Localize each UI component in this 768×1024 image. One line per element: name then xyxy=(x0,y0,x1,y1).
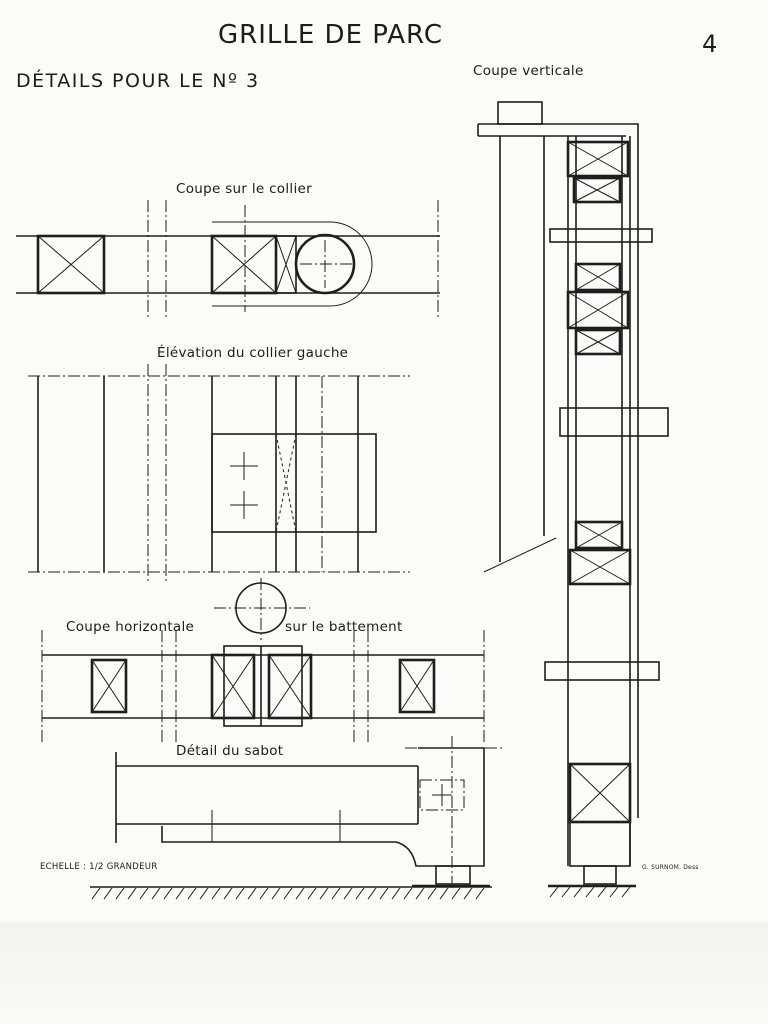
collar-section-caption: Coupe sur le collier xyxy=(176,181,312,197)
shoe-detail-drawing xyxy=(90,736,504,900)
round-bar-section xyxy=(294,233,356,295)
vertical-section-drawing xyxy=(477,101,669,898)
page-bottom-margin xyxy=(0,922,768,1024)
collar-plate xyxy=(211,433,377,533)
bar-section-left xyxy=(36,234,106,295)
author-credit: G. SURNOM. Dess xyxy=(642,864,699,871)
shoe-detail-caption: Détail du sabot xyxy=(176,743,284,759)
sheet-title: GRILLE DE PARC xyxy=(218,20,443,50)
sheet-subtitle: DÉTAILS POUR LE Nº 3 xyxy=(16,70,260,92)
page-number: 4 xyxy=(702,30,718,58)
left-collar-elevation-drawing xyxy=(28,364,410,584)
vertical-section-caption: Coupe verticale xyxy=(473,63,584,79)
scale-note: ECHELLE : 1/2 GRANDEUR xyxy=(40,862,158,872)
horizontal-section-caption: Coupe horizontale xyxy=(66,619,195,635)
horizontal-section-drawing xyxy=(41,578,485,742)
left-collar-elevation-caption: Élévation du collier gauche xyxy=(157,345,349,361)
collar-section-drawing xyxy=(16,200,440,318)
horizontal-section-caption-right: sur le battement xyxy=(285,619,403,635)
